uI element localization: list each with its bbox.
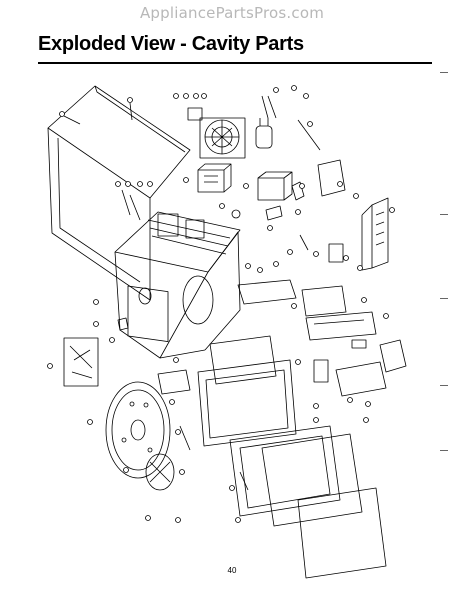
outer-cabinet (47, 85, 191, 301)
door-assembly (197, 359, 363, 527)
filter-parts (157, 335, 277, 395)
margin-tick (440, 450, 448, 451)
control-panel (317, 159, 389, 271)
magnetron (197, 163, 232, 193)
title-rule (38, 62, 432, 64)
margin-tick (440, 385, 448, 386)
page-title: Exploded View - Cavity Parts (38, 33, 304, 55)
site-watermark: AppliancePartsPros.com (139, 4, 325, 22)
callout-markers (47, 85, 395, 523)
fan-motor (187, 107, 246, 159)
margin-tick (440, 214, 448, 215)
margin-tick (440, 72, 448, 73)
main-cavity (114, 211, 241, 359)
margin-tick (440, 298, 448, 299)
transformer (257, 171, 293, 201)
door-glass (297, 487, 387, 579)
page-number: 40 (227, 566, 237, 575)
door-hardware (179, 425, 249, 491)
capacitor (255, 118, 273, 149)
small-parts (117, 95, 387, 397)
screw-kit (63, 337, 99, 387)
roller-ring (145, 453, 175, 491)
control-boards (237, 279, 407, 373)
turntable-tray (105, 381, 171, 479)
